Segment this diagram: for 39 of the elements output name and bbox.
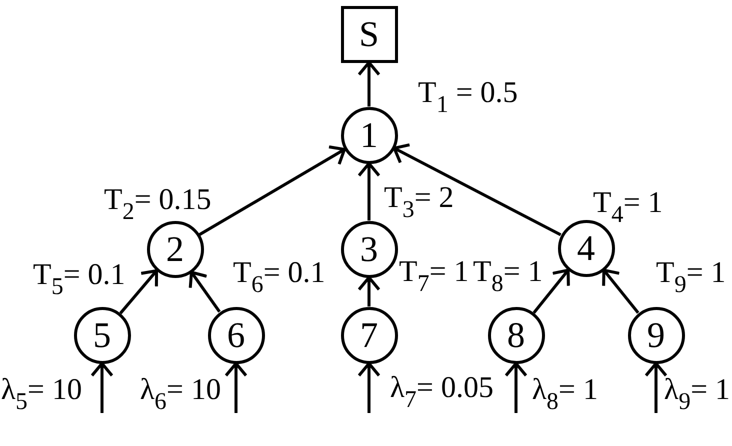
- arrow: [504, 362, 528, 413]
- parameter-label: T$_{6}$= 0.1: [233, 258, 326, 298]
- arrow: [119, 269, 158, 314]
- arrow: [644, 362, 668, 413]
- arrow: [224, 362, 248, 413]
- parameter-label: T$_{8}$= 1: [473, 257, 543, 298]
- edge-label: λ$_{8}$= 1: [532, 375, 598, 416]
- arrow: [392, 143, 562, 236]
- arrow: [358, 162, 380, 220]
- arrow: [90, 362, 114, 413]
- arrow: [358, 276, 380, 306]
- node-label: S: [358, 16, 380, 52]
- arrow: [602, 268, 640, 314]
- parameter-label: T$_{2}$= 0.15: [104, 185, 212, 226]
- node-label: 9: [647, 317, 665, 353]
- node-label: 4: [577, 230, 595, 266]
- edge-label: λ$_{7}$= 0.05: [390, 373, 494, 414]
- node-label: 1: [360, 117, 378, 153]
- node-label: 6: [227, 317, 245, 353]
- parameter-label: T$_{3}$= 2: [384, 183, 454, 224]
- parameter-label: T$_{9}$= 1: [656, 258, 726, 298]
- edge-label: λ$_{5}$= 10: [1, 375, 82, 416]
- arrow: [358, 362, 380, 413]
- edge-label: λ$_{6}$= 10: [140, 375, 221, 416]
- edge-label: λ$_{9}$= 1: [664, 375, 730, 416]
- arrow: [358, 61, 380, 106]
- parameter-label: T$_{1}$ = 0.5: [418, 78, 518, 118]
- parameter-label: T$_{5}$= 0.1: [33, 260, 126, 300]
- arrow: [532, 268, 570, 314]
- node-label: 3: [360, 231, 378, 267]
- parameter-label: T$_{7}$= 1: [399, 257, 469, 298]
- arrow: [188, 270, 221, 313]
- parameter-label: T$_{4}$= 1: [593, 188, 663, 228]
- node-label: 8: [507, 317, 525, 353]
- square-node: [340, 6, 398, 62]
- arrow: [198, 145, 346, 236]
- node-label: 2: [166, 231, 184, 267]
- node-label: 7: [360, 317, 378, 353]
- node-label: 5: [93, 317, 111, 353]
